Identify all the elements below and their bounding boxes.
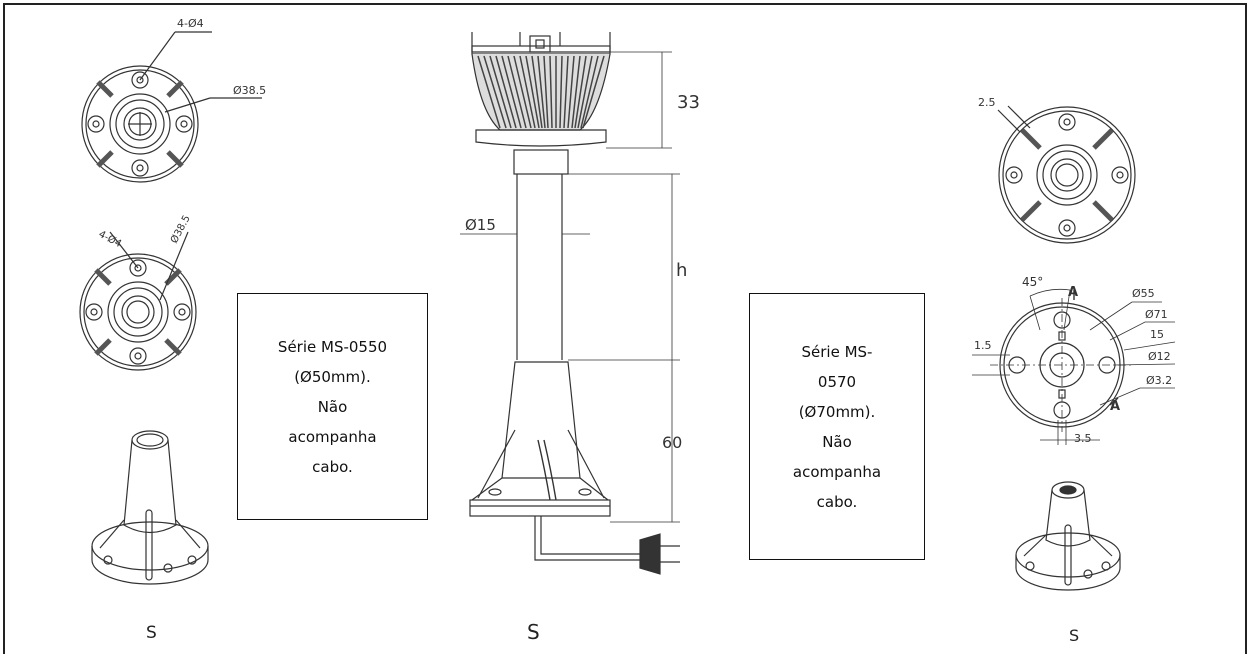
label-d15-left: 1.5 (974, 339, 992, 352)
note-left-line-2: (Ø50mm). (294, 367, 371, 386)
note-right-line-3: (Ø70mm). (798, 402, 876, 421)
note-right-line-6: cabo. (816, 492, 858, 511)
note-left-line-4: acompanha (288, 427, 377, 446)
label-d15: 15 (1150, 328, 1164, 341)
note-ms-0550: Série MS-0550 (Ø50mm). Não acompanha cab… (237, 293, 428, 520)
caption-center: S (527, 620, 540, 644)
label-d55: Ø55 (1132, 287, 1155, 300)
flange-mid-view-left (79, 231, 197, 371)
note-ms-0570: Série MS- 0570 (Ø70mm). Não acompanha ca… (749, 293, 925, 560)
label-d35: 3.5 (1074, 432, 1092, 445)
label-d71: Ø71 (1145, 308, 1168, 321)
flange-dimensioned-right (972, 288, 1176, 445)
label-top-diameter: Ø38.5 (233, 84, 266, 97)
note-right-line-5: acompanha (792, 462, 882, 481)
caption-left: S (146, 623, 157, 643)
label-d12: Ø12 (1148, 350, 1171, 363)
note-right-line-4: Não (822, 432, 852, 451)
note-left-line-5: cabo. (312, 457, 353, 476)
note-left-line-1: Série MS-0550 (277, 337, 388, 356)
page-frame (3, 3, 1247, 654)
base-isometric-left (91, 430, 209, 585)
label-section-a-bottom: A (1110, 399, 1120, 414)
lamp-assembly (460, 32, 680, 575)
label-pole-height: h (676, 260, 687, 281)
label-top-holes: 4-Ø4 (177, 17, 204, 30)
note-right-line-1: Série MS- (801, 342, 873, 361)
label-right-slot: 2.5 (978, 96, 996, 109)
heatsink-fins (477, 55, 605, 129)
flange-top-view-left (81, 31, 262, 183)
label-mid-diameter: Ø38.5 (168, 213, 193, 245)
label-angle: 45° (1022, 275, 1043, 289)
base-isometric-right (1015, 481, 1121, 591)
note-right-line-2: 0570 (817, 372, 857, 391)
flange-top-view-right (997, 105, 1136, 244)
label-mid-holes: 4-Ø4 (97, 228, 124, 250)
label-section-a-top: A (1068, 285, 1078, 300)
caption-right: S (1069, 626, 1080, 645)
label-d32: Ø3.2 (1146, 374, 1172, 387)
label-head-height: 33 (677, 92, 700, 113)
note-left-line-3: Não (317, 397, 348, 416)
label-base-height: 60 (662, 433, 682, 452)
label-pole-diameter: Ø15 (465, 216, 496, 234)
